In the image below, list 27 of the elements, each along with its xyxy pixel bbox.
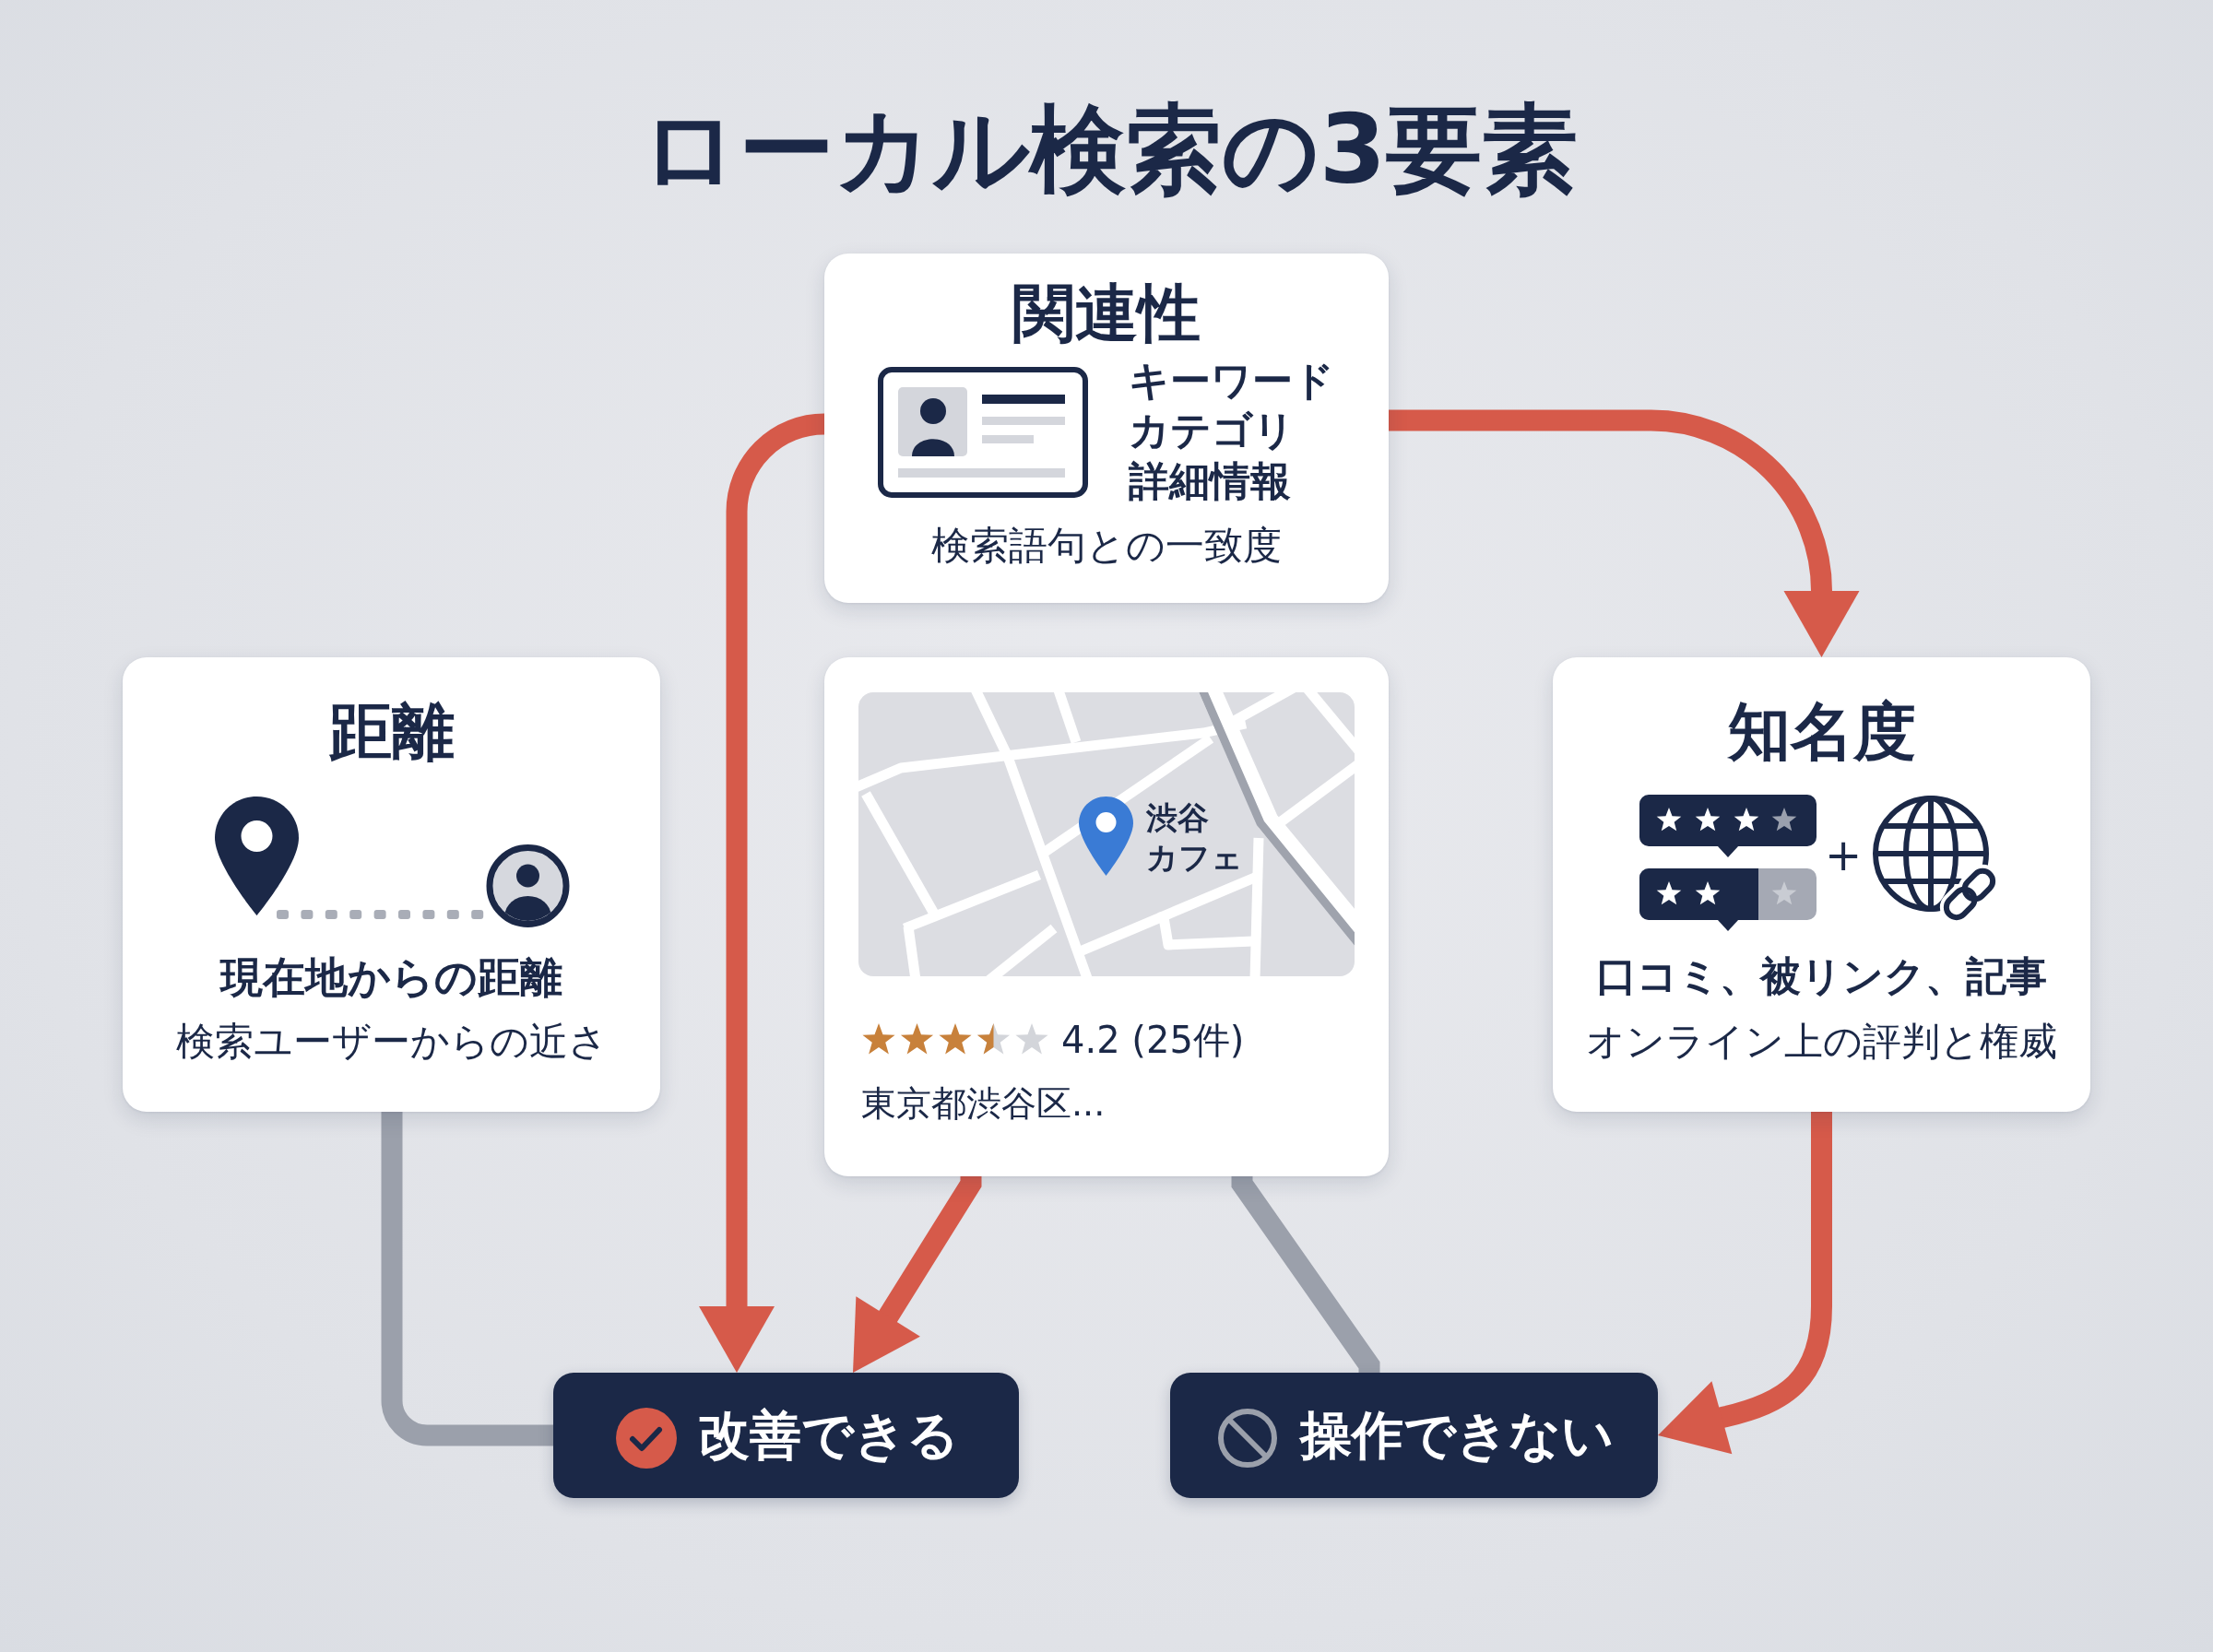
address-text: 東京都渋谷区... bbox=[861, 1083, 1106, 1126]
arrow bbox=[1389, 409, 1860, 657]
diagram-title: ローカル検索の3要素 bbox=[640, 92, 1579, 207]
outcome-box bbox=[1170, 1373, 1658, 1498]
info-card bbox=[824, 254, 1389, 603]
info-card bbox=[123, 657, 660, 1112]
rating-text: 4.2 (25件) bbox=[1061, 1018, 1245, 1062]
map-label: 渋谷カフェ bbox=[1146, 798, 1243, 877]
list-item: 詳細情報 bbox=[1129, 457, 1291, 506]
list-item: キーワード bbox=[1129, 357, 1334, 406]
list-item: カテゴリ bbox=[1129, 407, 1295, 455]
info-card bbox=[824, 657, 1389, 1176]
card-subheading: 現在地からの距離 bbox=[220, 952, 562, 1004]
card-subheading: 口コミ、被リンク、記事 bbox=[1596, 952, 2047, 1001]
plus-sign: + bbox=[1824, 829, 1863, 882]
connector-line bbox=[381, 1112, 553, 1446]
card-heading: 知名度 bbox=[1727, 694, 1916, 770]
outcome-label: 改善できる bbox=[698, 1404, 959, 1467]
card-caption: 検索ユーザーからの近さ bbox=[175, 1019, 608, 1066]
card-heading: 関連性 bbox=[1012, 276, 1201, 351]
outcome-box bbox=[553, 1373, 1019, 1498]
info-card bbox=[1553, 657, 2090, 1112]
outcome-label: 操作できない bbox=[1300, 1404, 1614, 1467]
card-caption: 検索語句との一致度 bbox=[931, 523, 1282, 570]
arrow bbox=[1658, 1112, 1832, 1455]
card-caption: オンライン上の評判と権威 bbox=[1586, 1019, 2057, 1066]
card-heading: 距離 bbox=[328, 694, 455, 770]
